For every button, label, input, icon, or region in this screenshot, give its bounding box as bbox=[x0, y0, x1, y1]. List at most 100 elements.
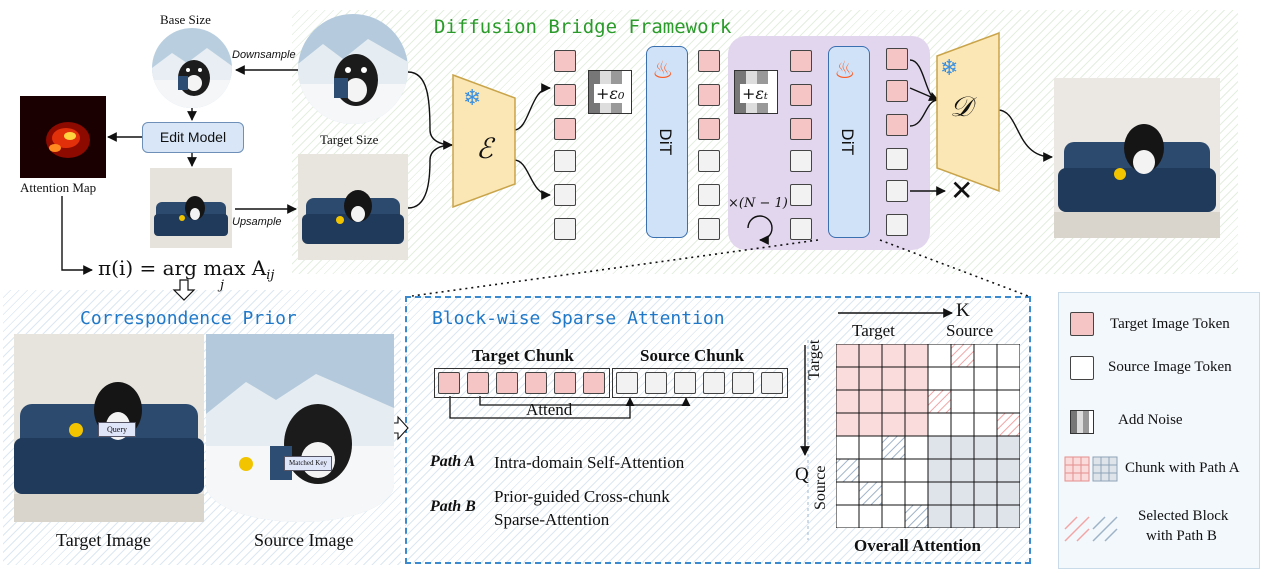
matrix-row-source-label: Source bbox=[812, 465, 829, 510]
decoder-snowflake-icon: ❄ bbox=[940, 56, 959, 81]
repeat-label: ×(N − 1) bbox=[728, 196, 788, 211]
source-token bbox=[616, 372, 638, 394]
target-token bbox=[698, 84, 720, 106]
target-token bbox=[790, 50, 812, 72]
query-label: Query bbox=[107, 425, 127, 434]
source-token bbox=[761, 372, 783, 394]
source-token bbox=[732, 372, 754, 394]
decoder-block bbox=[936, 32, 1000, 192]
target-token bbox=[554, 84, 576, 106]
downsample-label: Downsample bbox=[232, 49, 296, 61]
legend-chunk-swatch bbox=[1064, 456, 1118, 482]
source-image-caption: Source Image bbox=[254, 530, 354, 550]
matched-key-label: Matched Key bbox=[289, 459, 327, 467]
source-token bbox=[790, 218, 812, 240]
noise-label-epst: +εₜ bbox=[740, 84, 770, 103]
path-a-text: Intra-domain Self-Attention bbox=[494, 453, 685, 472]
target-chunk-label: Target Chunk bbox=[472, 346, 574, 365]
source-token bbox=[886, 148, 908, 170]
source-token bbox=[703, 372, 725, 394]
fire-icon: ♨ bbox=[652, 56, 674, 84]
legend-source-token-swatch bbox=[1070, 356, 1094, 380]
target-token bbox=[554, 372, 576, 394]
target-size-label: Target Size bbox=[320, 132, 379, 147]
target-token bbox=[525, 372, 547, 394]
source-token bbox=[554, 218, 576, 240]
k-axis-label: K bbox=[956, 300, 970, 321]
matrix-row-target-label: Target bbox=[806, 339, 823, 380]
source-token bbox=[554, 150, 576, 172]
matched-key-box: Matched Key bbox=[284, 456, 332, 471]
path-b-text-2: Sparse-Attention bbox=[494, 510, 610, 529]
noise-label-eps0: +ε₀ bbox=[594, 84, 627, 103]
path-a-label: Path A bbox=[430, 453, 476, 470]
source-token bbox=[790, 184, 812, 206]
source-token bbox=[645, 372, 667, 394]
target-image-caption: Target Image bbox=[56, 530, 151, 550]
target-token bbox=[790, 84, 812, 106]
target-size-snow-image bbox=[298, 14, 408, 124]
target-token bbox=[698, 118, 720, 140]
attention-matrix bbox=[836, 344, 1020, 528]
legend-chunk-path-a: Chunk with Path A bbox=[1125, 460, 1240, 476]
matrix-col-target-label: Target bbox=[852, 321, 895, 340]
target-token bbox=[496, 372, 518, 394]
source-token bbox=[886, 214, 908, 236]
fire-icon: ♨ bbox=[834, 56, 856, 84]
legend-noise-swatch bbox=[1070, 410, 1094, 434]
legend-source-token: Source Image Token bbox=[1108, 359, 1232, 375]
source-token bbox=[554, 184, 576, 206]
dit-block-1 bbox=[646, 46, 688, 238]
source-token bbox=[790, 150, 812, 172]
target-token bbox=[554, 50, 576, 72]
source-token bbox=[698, 218, 720, 240]
source-token bbox=[698, 150, 720, 172]
source-chunk bbox=[612, 368, 788, 398]
attend-label: Attend bbox=[526, 400, 573, 419]
encoder-block bbox=[452, 74, 516, 208]
legend-target-token: Target Image Token bbox=[1110, 316, 1230, 332]
formula-main: π(i) = arg max A bbox=[98, 256, 267, 280]
legend-selected-block-2: with Path B bbox=[1146, 528, 1217, 544]
upsample-text: Upsample bbox=[232, 216, 282, 228]
correspondence-title: Correspondence Prior bbox=[80, 308, 297, 329]
formula-sub-j: j bbox=[220, 278, 225, 293]
edit-model-label: Edit Model bbox=[159, 129, 227, 145]
source-token bbox=[886, 180, 908, 202]
encoder-snowflake-icon: ❄ bbox=[463, 86, 482, 111]
sparse-attention-title: Block-wise Sparse Attention bbox=[432, 308, 725, 329]
upsample-label: Upsample bbox=[232, 216, 282, 228]
target-token bbox=[790, 118, 812, 140]
legend-target-token-swatch bbox=[1070, 312, 1094, 336]
target-token bbox=[886, 80, 908, 102]
target-token bbox=[438, 372, 460, 394]
framework-title: Diffusion Bridge Framework bbox=[434, 16, 732, 38]
attention-map-image bbox=[20, 96, 106, 178]
correspondence-formula: π(i) = arg max Aij bbox=[98, 256, 274, 283]
edit-model-box[interactable]: Edit Model bbox=[142, 122, 244, 153]
path-b-text-1: Prior-guided Cross-chunk bbox=[494, 487, 670, 506]
target-token bbox=[886, 114, 908, 136]
source-token bbox=[698, 184, 720, 206]
legend-selected-block-1: Selected Block bbox=[1138, 508, 1229, 524]
target-size-couch-image bbox=[298, 154, 408, 260]
formula-sub-ij: ij bbox=[266, 268, 275, 283]
dit-block-2 bbox=[828, 46, 870, 238]
target-chunk bbox=[434, 368, 610, 398]
base-size-label: Base Size bbox=[160, 12, 211, 27]
dit-label-1: DiT bbox=[655, 128, 675, 155]
target-token bbox=[554, 118, 576, 140]
dit-label-2: DiT bbox=[837, 128, 857, 155]
matrix-col-source-label: Source bbox=[946, 321, 994, 340]
base-size-image bbox=[152, 28, 232, 108]
target-token bbox=[467, 372, 489, 394]
source-chunk-label: Source Chunk bbox=[640, 346, 745, 365]
decoder-symbol: 𝒟 bbox=[950, 90, 973, 123]
path-b-label: Path B bbox=[430, 498, 476, 515]
query-box: Query bbox=[98, 422, 136, 437]
overall-attention-label: Overall Attention bbox=[854, 536, 982, 555]
base-size-couch-image bbox=[150, 168, 232, 248]
legend-selected-block-swatch bbox=[1064, 516, 1118, 542]
q-axis-label: Q bbox=[795, 464, 809, 485]
